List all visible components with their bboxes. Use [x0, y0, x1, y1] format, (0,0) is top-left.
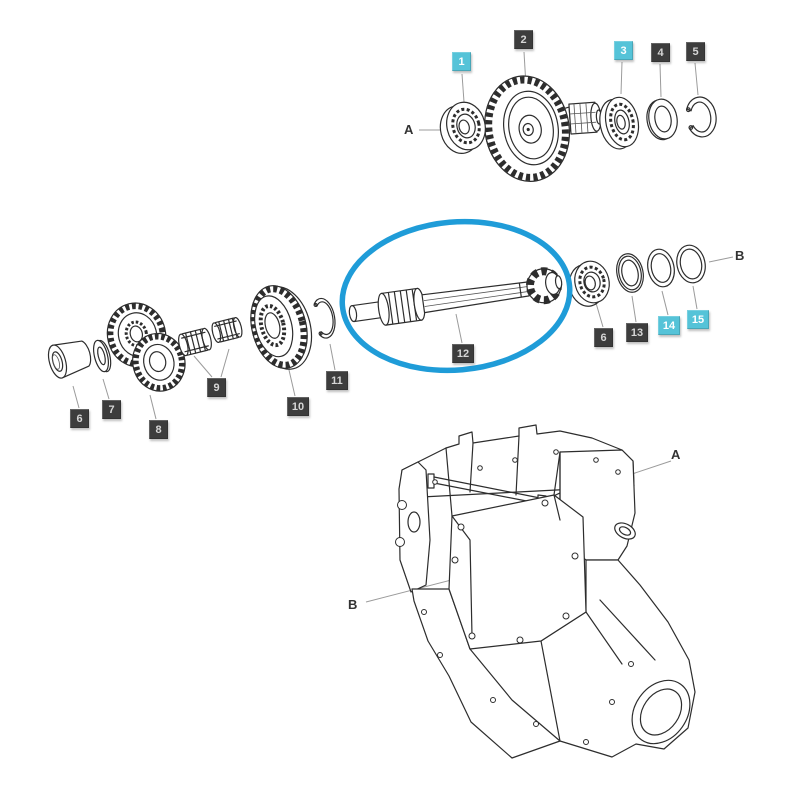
- part-9-needle-bearing-b: [211, 316, 243, 344]
- part-9-needle-bearing-a: [178, 327, 212, 357]
- ref-letter-a-top: A: [404, 122, 414, 137]
- part-tag-3[interactable]: 3: [614, 41, 633, 60]
- part-tag-11[interactable]: 11: [326, 371, 348, 390]
- part-tag-4[interactable]: 4: [651, 43, 670, 62]
- part-10-gear: [250, 285, 313, 370]
- gearbox-housing: [395, 424, 696, 759]
- ref-letter-a-housing: A: [671, 447, 681, 462]
- part-tag-13[interactable]: 13: [626, 323, 648, 342]
- part-tag-9[interactable]: 9: [207, 378, 226, 397]
- leader-lines: [72, 51, 734, 603]
- part-tag-5[interactable]: 5: [686, 42, 705, 61]
- part-1-bearing: [439, 101, 486, 154]
- part-tag-2[interactable]: 2: [514, 30, 533, 49]
- part-8-cluster-gear: [106, 302, 186, 392]
- part-4-washer: [646, 98, 678, 141]
- part-13-ring: [616, 253, 644, 293]
- part-tag-12[interactable]: 12: [452, 344, 474, 363]
- part-6-bearing-right: [568, 260, 610, 307]
- part-15-ring: [676, 244, 706, 284]
- part-tag-8[interactable]: 8: [149, 420, 168, 439]
- part-tag-15[interactable]: 15: [687, 310, 709, 329]
- part-tag-7[interactable]: 7: [102, 400, 121, 419]
- ref-letter-b-housing: B: [348, 597, 358, 612]
- part-tag-10[interactable]: 10: [287, 397, 309, 416]
- part-2-gear: [484, 75, 571, 182]
- ref-letter-b-middle: B: [735, 248, 745, 263]
- part-12-output-shaft: [348, 267, 563, 326]
- part-3-bearing: [599, 96, 640, 150]
- part-5-snap-ring: [685, 96, 717, 138]
- part-11-snap-ring: [313, 297, 336, 339]
- part-tag-6b[interactable]: 6: [594, 328, 613, 347]
- part-tag-1[interactable]: 1: [452, 52, 471, 71]
- part-tag-14[interactable]: 14: [658, 316, 680, 335]
- part-14-ring: [647, 248, 675, 288]
- part-tag-6[interactable]: 6: [70, 409, 89, 428]
- part-7-washer: [93, 339, 112, 373]
- part-6-roller-bearing: [47, 340, 92, 379]
- highlight-ellipse: [339, 218, 573, 374]
